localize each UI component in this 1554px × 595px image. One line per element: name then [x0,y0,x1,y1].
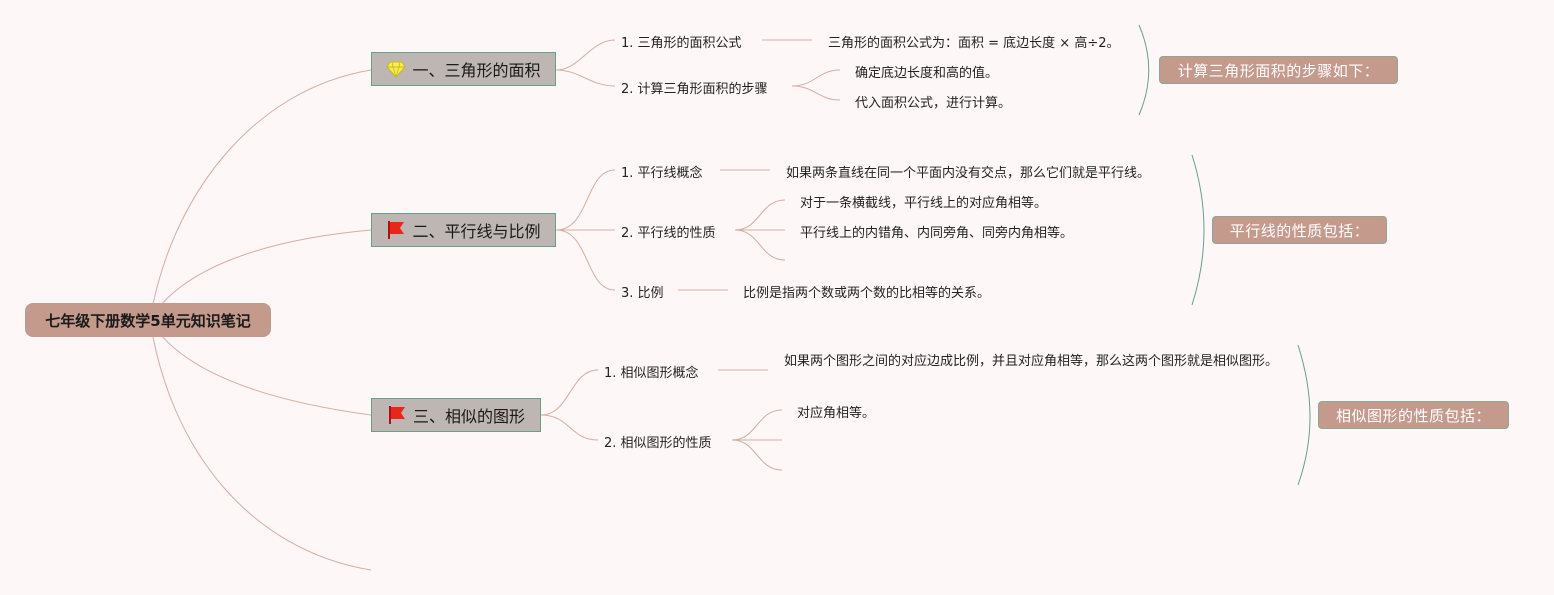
connector-b2-s2-leaf1 [734,199,786,231]
sub-topic-parallel-properties[interactable]: 2. 平行线的性质 [621,226,716,241]
summary-similar-properties[interactable]: 相似图形的性质包括： [1318,401,1509,429]
connector-b2-s1 [555,169,616,231]
summary-bracket-1 [1138,24,1150,116]
branch-parallel-lines[interactable]: 二、平行线与比例 [371,213,556,247]
leaf-parallel-property-1[interactable]: 对于一条横截线，平行线上的对应角相等。 [800,196,1048,211]
connector-b3-s2-leaf3 [731,439,783,471]
summary-triangle-steps[interactable]: 计算三角形面积的步骤如下： [1159,56,1398,84]
connector-root-branch-1 [149,69,372,321]
summary-bracket-2 [1191,154,1205,306]
root-topic[interactable]: 七年级下册数学5单元知识笔记 [25,303,271,337]
summary-bracket-3 [1297,344,1311,486]
leaf-similar-property-1[interactable]: 对应角相等。 [797,406,876,421]
connector-b2-s3 [555,229,616,291]
leaf-triangle-formula[interactable]: 三角形的面积公式为：面积 = 底边长度 × 高÷2。 [828,36,1120,51]
leaf-parallel-property-2[interactable]: 平行线上的内错角、内同旁角、同旁内角相等。 [800,226,1074,241]
connector-b1-s1 [555,39,616,71]
leaf-step-2[interactable]: 代入面积公式，进行计算。 [855,96,1012,111]
branch-title: 一、三角形的面积 [412,61,541,80]
diamond-icon [386,59,407,79]
connector-b3-s2-leaf1 [731,409,783,441]
branch-title: 三、相似的图形 [412,407,525,426]
sub-topic-triangle-steps[interactable]: 2. 计算三角形面积的步骤 [621,82,768,97]
branch-similar-figures[interactable]: 三、相似的图形 [371,398,541,432]
connector-root-branch-3 [149,319,372,416]
connector-root-branch-2 [149,229,372,321]
sub-topic-ratio[interactable]: 3. 比例 [621,286,664,301]
connector-root-empty [149,319,372,571]
red-flag-icon [387,405,407,425]
leaf-ratio[interactable]: 比例是指两个数或两个数的比相等的关系。 [743,286,991,301]
red-flag-icon [386,220,406,240]
connector-b1-s2-leaf2 [791,85,841,101]
leaf-parallel-concept[interactable]: 如果两条直线在同一个平面内没有交点，那么它们就是平行线。 [786,166,1151,181]
summary-parallel-properties[interactable]: 平行线的性质包括： [1212,216,1387,244]
sub-topic-parallel-concept[interactable]: 1. 平行线概念 [621,166,703,181]
sub-topic-similar-concept[interactable]: 1. 相似图形概念 [604,366,699,381]
connector-b1-s2 [555,69,616,87]
connector-b2-s2-leaf3 [734,229,786,261]
leaf-step-1[interactable]: 确定底边长度和高的值。 [855,66,999,81]
connector-b3-s2 [540,414,599,441]
sub-topic-similar-properties[interactable]: 2. 相似图形的性质 [604,436,712,451]
sub-topic-triangle-formula[interactable]: 1. 三角形的面积公式 [621,36,742,51]
connector-b1-s2-leaf1 [791,69,841,87]
connector-b3-s1 [540,369,599,416]
branch-triangle-area[interactable]: 一、三角形的面积 [371,52,556,86]
leaf-similar-concept[interactable]: 如果两个图形之间的对应边成比例，并且对应角相等，那么这两个图形就是相似图形。 [784,354,1279,369]
branch-title: 二、平行线与比例 [412,222,541,241]
